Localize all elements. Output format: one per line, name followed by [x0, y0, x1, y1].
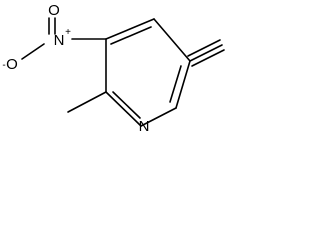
nitro-nitrogen-label: N: [54, 32, 65, 49]
ethynyl-bond-1: [189, 44, 223, 62]
methyl-bond: [67, 91, 107, 113]
bond-c2-n1: [140, 107, 177, 127]
nitro-group: [21, 17, 107, 60]
nitro-oxygen-double-label: O: [48, 2, 60, 19]
bond-c5-c4-inner: [110, 26, 152, 45]
nitro-n-o-single-bond: [21, 43, 45, 60]
ethynyl-bond-2: [187, 39, 221, 57]
bond-c6-c5: [153, 18, 191, 62]
pyridine-ring: [105, 18, 191, 127]
bond-c3-c2: [105, 91, 142, 127]
bond-c5-c4: [105, 18, 155, 40]
nitro-oxygen-charge: -: [2, 60, 5, 71]
bond-c3-c2-inner: [112, 91, 141, 119]
structure-diagram: N N + O O -: [2, 2, 225, 135]
ethynyl-group: [187, 39, 225, 67]
ethynyl-bond-3: [191, 49, 225, 67]
nitro-oxygen-single-label: O: [6, 56, 18, 73]
nitro-nitrogen-charge: +: [65, 27, 71, 38]
ring-nitrogen-label: N: [139, 118, 150, 135]
bond-n1-c6-inner: [169, 65, 182, 103]
bond-n1-c6: [175, 60, 191, 109]
